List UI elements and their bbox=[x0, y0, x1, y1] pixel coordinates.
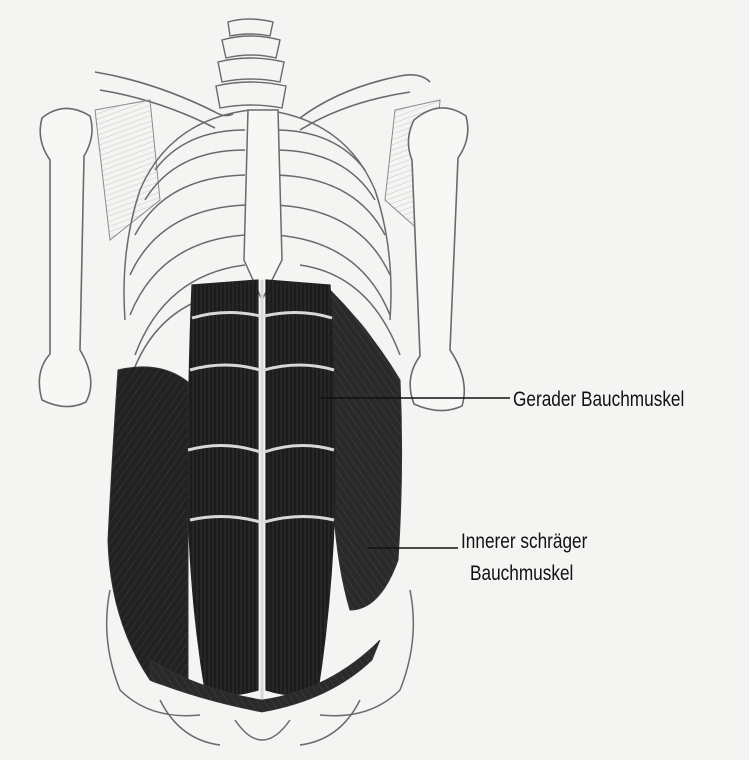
left-oblique-muscle bbox=[108, 367, 188, 685]
label-internal-oblique-line2: Bauchmuskel bbox=[470, 562, 573, 586]
rectus-abdominis-muscle bbox=[188, 280, 335, 700]
internal-oblique-muscle bbox=[330, 290, 402, 610]
label-internal-oblique-line1: Innerer schräger bbox=[461, 530, 587, 554]
label-rectus-abdominis: Gerader Bauchmuskel bbox=[513, 388, 684, 412]
cervical-spine bbox=[216, 19, 286, 108]
sternum bbox=[244, 110, 282, 300]
